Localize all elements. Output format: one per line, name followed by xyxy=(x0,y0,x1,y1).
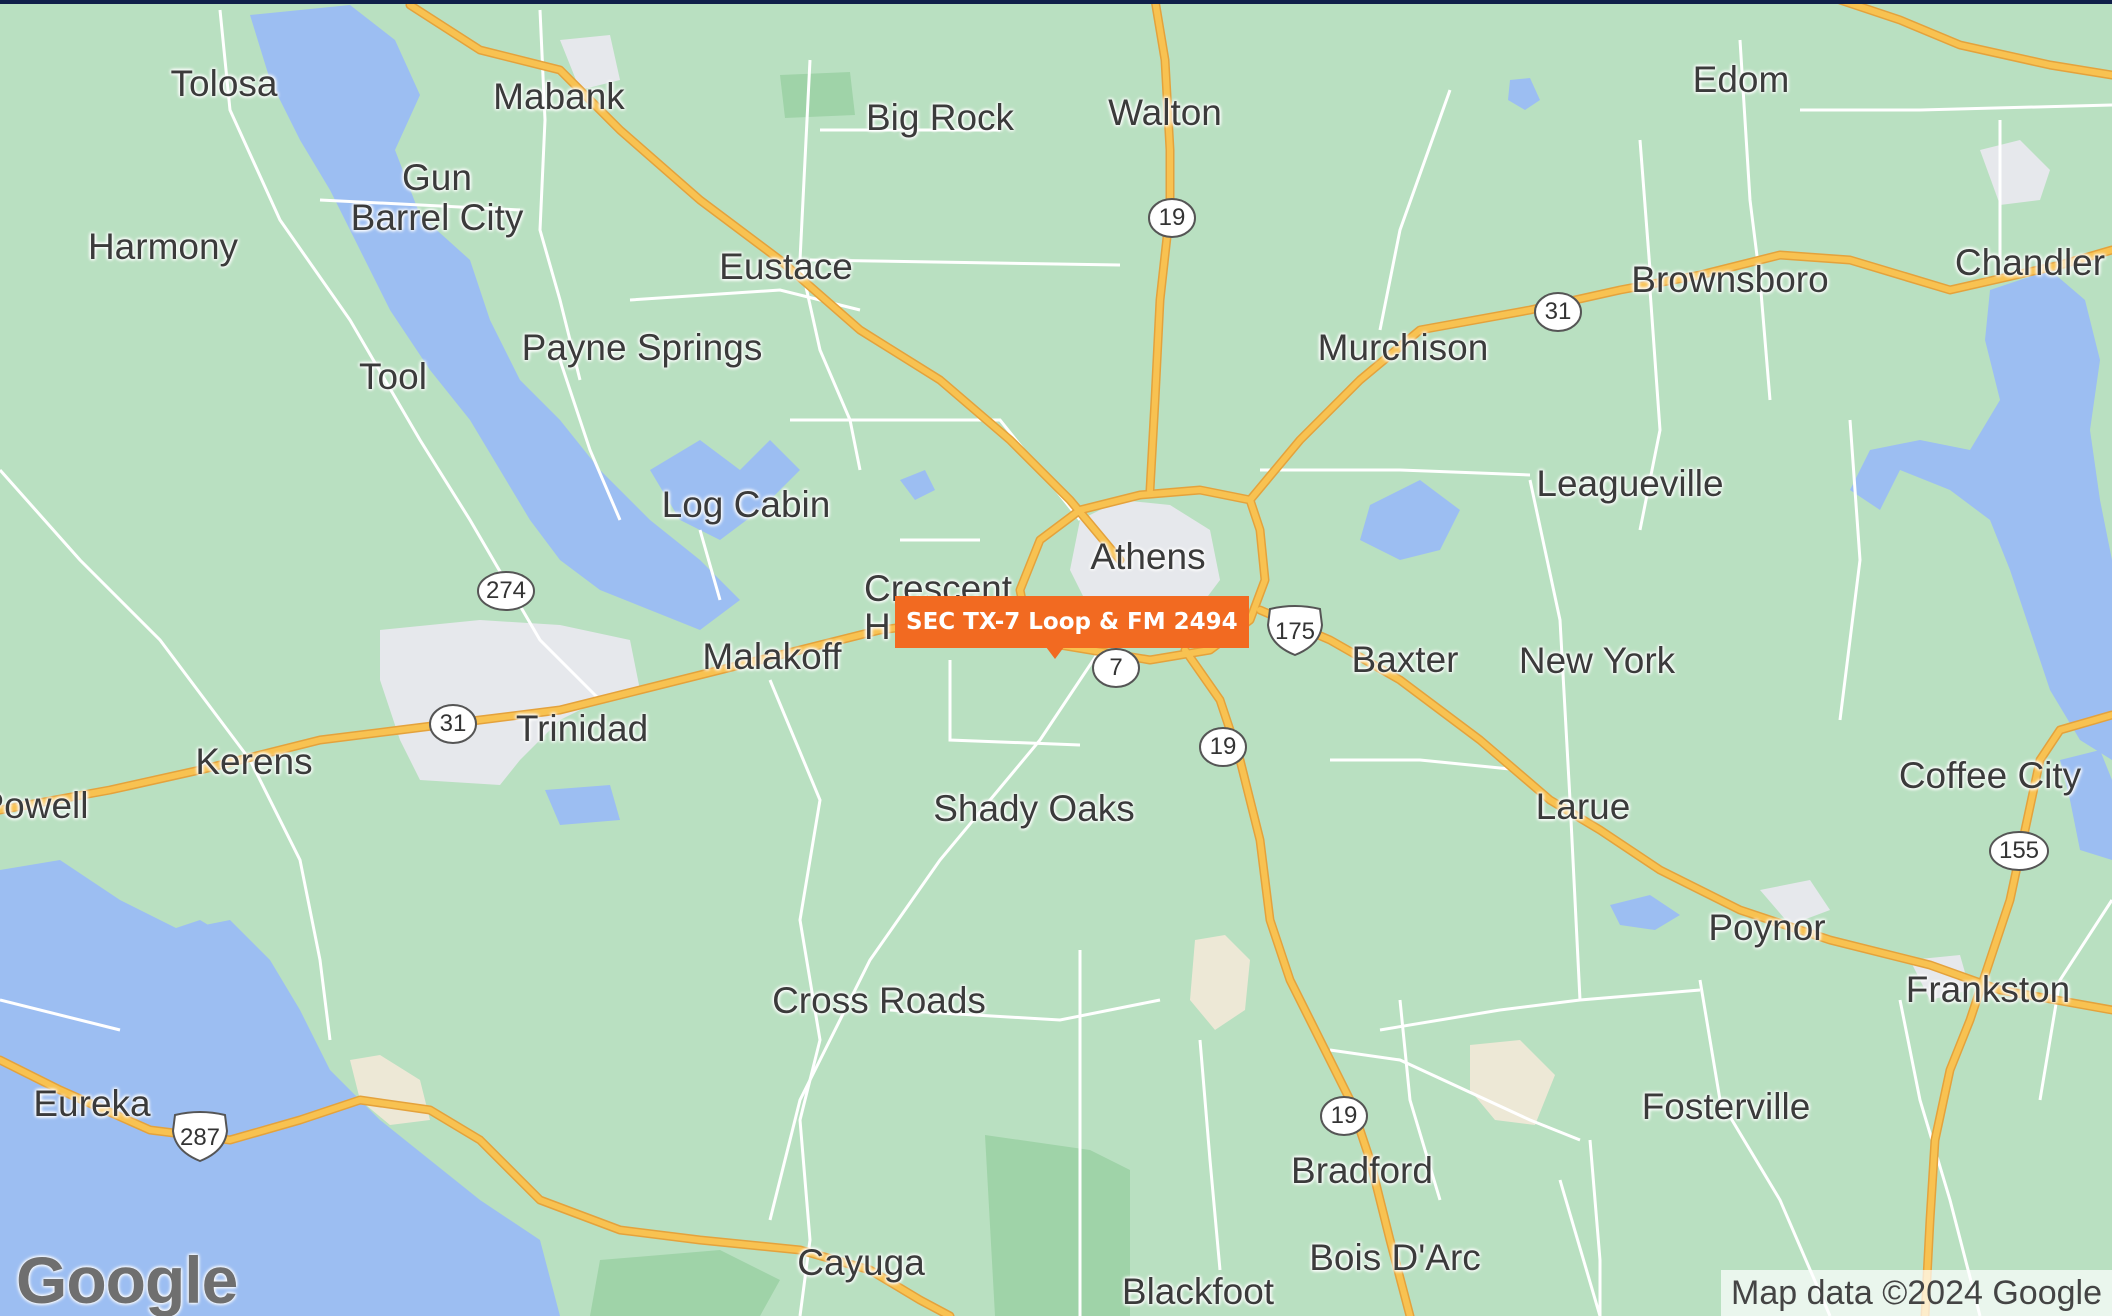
route-number: 155 xyxy=(1998,837,2040,864)
route-number: 31 xyxy=(439,710,467,737)
route-shield-31-west: 31 xyxy=(428,702,478,746)
location-marker-label[interactable]: SEC TX-7 Loop & FM 2494 xyxy=(895,596,1249,648)
place-label-shady-oaks[interactable]: Shady Oaks xyxy=(933,788,1135,829)
place-label-big-rock[interactable]: Big Rock xyxy=(865,97,1015,138)
place-label-mabank[interactable]: Mabank xyxy=(493,76,625,117)
map-attribution[interactable]: Map data ©2024 Google xyxy=(1721,1270,2112,1316)
route-number: 19 xyxy=(1209,733,1237,760)
route-shield-31-east: 31 xyxy=(1533,290,1583,334)
place-label-harmony[interactable]: Harmony xyxy=(87,226,239,267)
place-label-brownsboro[interactable]: Brownsboro xyxy=(1631,259,1829,300)
place-label-murchison[interactable]: Murchison xyxy=(1317,327,1489,368)
tan-areas xyxy=(350,935,1555,1125)
place-label-fosterville[interactable]: Fosterville xyxy=(1641,1086,1811,1127)
place-label-new-york[interactable]: New York xyxy=(1518,640,1676,681)
place-label-coffee-city[interactable]: Coffee City xyxy=(1898,755,2082,796)
route-number: 274 xyxy=(485,577,527,604)
place-label-eureka[interactable]: Eureka xyxy=(33,1083,151,1124)
route-number: 19 xyxy=(1158,204,1186,231)
state-route-shield-icon xyxy=(429,704,477,744)
place-label-trinidad[interactable]: Trinidad xyxy=(515,708,649,749)
place-label-powell[interactable]: Powell xyxy=(0,785,89,826)
place-label-athens[interactable]: Athens xyxy=(1090,536,1206,577)
place-label-larue[interactable]: Larue xyxy=(1535,786,1631,827)
place-label-eustace[interactable]: Eustace xyxy=(719,246,853,287)
place-label-blackfoot[interactable]: Blackfoot xyxy=(1121,1271,1275,1312)
route-shield-19-mid: 19 xyxy=(1198,725,1248,769)
route-number: 7 xyxy=(1109,654,1123,681)
location-marker-pin-icon[interactable] xyxy=(1046,647,1064,659)
route-number: 19 xyxy=(1330,1102,1358,1129)
state-route-shield-icon xyxy=(1989,831,2049,871)
place-label-baxter[interactable]: Baxter xyxy=(1351,639,1459,680)
place-label-payne-springs[interactable]: Payne Springs xyxy=(521,327,763,368)
place-label-bois-darc[interactable]: Bois D'Arc xyxy=(1309,1237,1481,1278)
place-label-barrel-city[interactable]: Barrel City xyxy=(350,197,524,238)
google-logo[interactable]: Google xyxy=(16,1243,238,1316)
state-route-shield-icon xyxy=(1320,1096,1368,1136)
state-route-shield-icon xyxy=(1092,648,1140,688)
route-shield-us-175: 175 xyxy=(1264,603,1326,657)
state-route-shield-icon xyxy=(1148,198,1196,238)
state-route-shield-icon xyxy=(1199,727,1247,767)
place-label-tool[interactable]: Tool xyxy=(359,356,427,397)
route-shield-19-south: 19 xyxy=(1319,1094,1369,1138)
place-label-walton[interactable]: Walton xyxy=(1108,92,1222,133)
route-shield-274: 274 xyxy=(476,569,536,613)
route-shield-155: 155 xyxy=(1988,829,2050,873)
place-label-poynor[interactable]: Poynor xyxy=(1708,907,1826,948)
place-label-tolosa[interactable]: Tolosa xyxy=(170,63,278,104)
route-shield-7: 7 xyxy=(1091,646,1141,690)
place-label-bradford[interactable]: Bradford xyxy=(1291,1150,1433,1191)
state-route-shield-icon xyxy=(477,571,535,611)
place-label-chandler[interactable]: Chandler xyxy=(1954,242,2106,283)
place-label-malakoff[interactable]: Malakoff xyxy=(702,636,842,677)
park-areas xyxy=(590,72,1130,1316)
place-label-cross-roads[interactable]: Cross Roads xyxy=(772,980,986,1021)
water-bodies xyxy=(0,5,2112,1316)
place-label-gun[interactable]: Gun xyxy=(402,157,472,198)
place-label-kerens[interactable]: Kerens xyxy=(195,741,313,782)
place-label-cayuga[interactable]: Cayuga xyxy=(797,1242,925,1283)
route-number: 175 xyxy=(1274,618,1316,645)
route-shield-us-287: 287 xyxy=(169,1109,231,1163)
place-label-edom[interactable]: Edom xyxy=(1692,59,1790,100)
place-label-leagueville[interactable]: Leagueville xyxy=(1536,463,1724,504)
route-number: 287 xyxy=(179,1124,221,1151)
place-label-log-cabin[interactable]: Log Cabin xyxy=(661,484,831,525)
us-route-shield-icon xyxy=(1266,605,1324,657)
us-route-shield-icon xyxy=(171,1111,229,1163)
place-label-frankston[interactable]: Frankston xyxy=(1905,969,2071,1010)
route-shield-19-north: 19 xyxy=(1147,196,1197,240)
top-border xyxy=(0,0,2112,4)
state-route-shield-icon xyxy=(1534,292,1582,332)
route-number: 31 xyxy=(1544,298,1572,325)
